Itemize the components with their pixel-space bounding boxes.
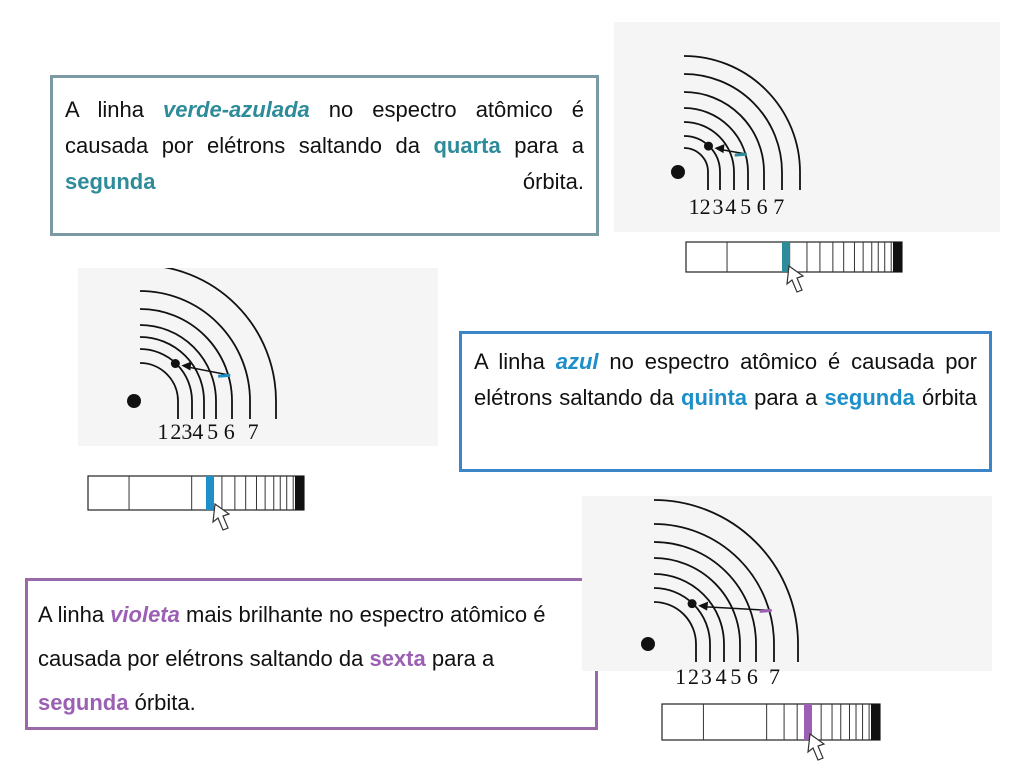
teal-color-word: verde-azulada [163, 97, 310, 122]
blue-transition-arrow [185, 365, 231, 376]
teal-arrow-head [714, 144, 725, 154]
violet-orbit-5 [653, 541, 757, 662]
teal-orbit-7 [683, 55, 801, 190]
violet-electron [687, 599, 697, 609]
blue-electron [170, 359, 180, 369]
blue-orbit-6 [139, 290, 251, 419]
teal-orbit-label-5: 5 [740, 194, 751, 219]
blue-orbit-label-2: 2 [170, 419, 181, 444]
violet-orbit-label-2: 2 [688, 664, 699, 689]
violet-orbit-label-4: 4 [716, 664, 727, 689]
teal-to-orbit: segunda [65, 169, 156, 194]
blue-orbit-5 [139, 308, 233, 419]
teal-pointer-icon [786, 264, 805, 293]
violet-orbit-1 [653, 601, 697, 662]
violet-orbit-label-6: 6 [747, 664, 758, 689]
teal-line-description: A linha verde-azulada no espectro atômic… [65, 97, 584, 194]
violet-transition-arrow [702, 605, 772, 612]
blue-line-description-box: A linha azul no espectro atômico é causa… [459, 331, 992, 472]
blue-orbit-1 [139, 362, 179, 419]
violet-arrow-head [698, 601, 709, 611]
teal-spectrum-highlight [782, 242, 790, 272]
teal-from-orbit: quarta [433, 133, 501, 158]
teal-orbit-label-2: 2 [700, 194, 711, 219]
blue-nucleus [127, 394, 141, 408]
blue-arrow-head [181, 361, 192, 371]
violet-from-orbit: sexta [369, 646, 426, 671]
violet-orbit-3 [653, 573, 725, 662]
teal-spectrum-end [893, 242, 902, 272]
violet-nucleus [641, 637, 655, 651]
violet-orbit-4 [653, 557, 741, 662]
blue-orbit-4 [139, 324, 217, 419]
teal-orbit-6 [683, 73, 783, 190]
blue-spectrum-highlight [206, 476, 214, 510]
teal-orbit-label-4: 4 [725, 194, 736, 219]
violet-line-description-box: A linha violeta mais brilhante no espect… [25, 578, 598, 730]
violet-orbit-2 [653, 587, 711, 662]
violet-spectrum-highlight [804, 704, 812, 740]
blue-orbit-label-4: 4 [192, 419, 203, 444]
blue-color-word: azul [555, 349, 599, 374]
teal-nucleus [671, 165, 685, 179]
blue-to-orbit: segunda [824, 385, 915, 410]
blue-pointer-icon [212, 502, 231, 531]
violet-to-orbit: segunda [38, 690, 129, 715]
violet-orbit-label-5: 5 [730, 664, 741, 689]
teal-orbit-4 [683, 107, 749, 190]
violet-color-word: violeta [110, 602, 180, 627]
blue-orbit-label-5: 5 [207, 419, 218, 444]
blue-orbit-label-3: 3 [181, 419, 192, 444]
blue-spectrum-bar [87, 475, 305, 511]
blue-spectrum-end [295, 476, 304, 510]
teal-orbit-label-6: 6 [757, 194, 768, 219]
teal-electron [703, 141, 713, 151]
teal-diagram-background [614, 22, 1000, 232]
blue-orbit-3 [139, 336, 205, 419]
teal-orbit-label-3: 3 [713, 194, 724, 219]
teal-emission-mark [734, 152, 747, 157]
blue-orbit-label-7: 7 [248, 419, 259, 444]
violet-orbit-label-1: 1 [675, 664, 686, 689]
blue-orbit-label-1: 1 [157, 419, 168, 444]
violet-pointer-icon [807, 732, 826, 761]
violet-orbit-6 [653, 523, 775, 662]
blue-line-description: A linha azul no espectro atômico é causa… [474, 349, 977, 410]
teal-line-description-box: A linha verde-azulada no espectro atômic… [50, 75, 599, 236]
blue-from-orbit: quinta [681, 385, 748, 410]
blue-orbit-label-6: 6 [224, 419, 235, 444]
teal-orbit-label-1: 1 [689, 194, 700, 219]
teal-orbit-3 [683, 121, 735, 190]
teal-spectrum-bar [685, 241, 903, 273]
violet-spectrum-end [871, 704, 880, 740]
violet-orbit-label-7: 7 [769, 664, 780, 689]
violet-orbit-7 [653, 499, 799, 662]
teal-orbit-5 [683, 91, 765, 190]
teal-orbit-label-7: 7 [773, 194, 784, 219]
violet-line-description: A linha violeta mais brilhante no espect… [38, 602, 546, 715]
blue-emission-mark [218, 373, 231, 378]
teal-orbit-1 [683, 147, 709, 190]
violet-emission-mark [759, 608, 772, 613]
violet-orbit-label-3: 3 [701, 664, 712, 689]
blue-orbit-7 [163, 268, 277, 419]
blue-diagram-background [78, 268, 438, 446]
violet-spectrum-bar [661, 703, 881, 741]
